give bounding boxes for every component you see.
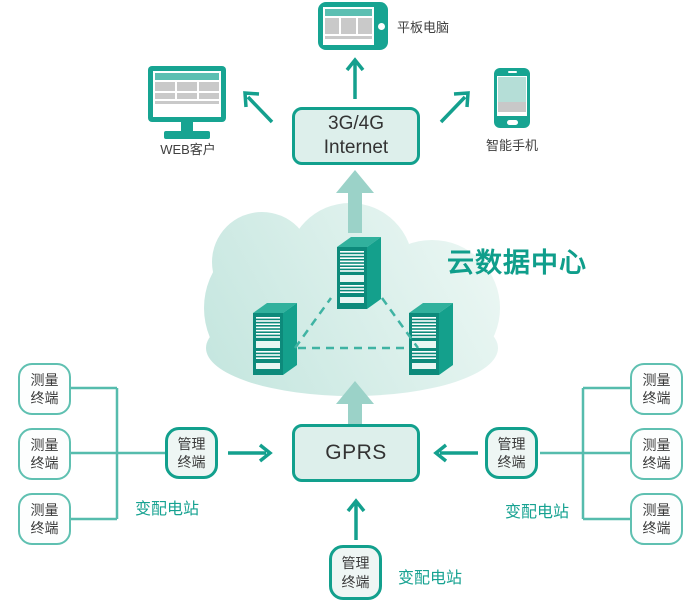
smartphone-icon <box>494 68 530 128</box>
server-icon-right <box>409 303 453 375</box>
server-icon-left <box>253 303 297 375</box>
left-manage-box: 管理 终端 <box>165 427 218 479</box>
internet-box: 3G/4G Internet <box>292 107 420 165</box>
right-measure-3-line2: 终端 <box>642 520 671 536</box>
arrow-internet-to-tablet <box>345 57 365 99</box>
thin-arrows <box>228 57 478 540</box>
tablet-icon <box>318 2 388 50</box>
web-client-icon <box>148 66 226 139</box>
arrow-internet-to-web <box>243 91 274 124</box>
right-measure-3-line1: 测量 <box>642 501 671 518</box>
left-manage-line2: 终端 <box>177 454 206 470</box>
bottom-manage-box: 管理 终端 <box>329 545 382 600</box>
thick-arrows <box>336 170 374 425</box>
left-measure-1-line1: 测量 <box>30 371 59 388</box>
server-icon-center <box>337 237 381 309</box>
tablet-button <box>378 22 385 30</box>
arrow-bottom-manage-to-gprs <box>346 498 366 540</box>
arrow-right-manage-to-gprs <box>433 443 478 463</box>
right-cluster-lines <box>540 386 630 521</box>
right-measure-2-line1: 测量 <box>642 436 671 453</box>
web-client-label: WEB客户 <box>160 142 216 157</box>
internet-line2: Internet <box>323 137 389 158</box>
right-station-label: 变配电站 <box>505 504 570 521</box>
arrow-cloud-to-internet <box>336 170 374 233</box>
phone-home-button <box>506 120 518 125</box>
bottom-manage-line2: 终端 <box>341 573 370 590</box>
arrow-gprs-to-cloud <box>336 381 374 425</box>
gprs-box: GPRS <box>292 424 420 482</box>
right-manage-line2: 终端 <box>497 454 526 470</box>
tablet-screen <box>323 7 374 45</box>
left-measure-3-line2: 终端 <box>30 520 59 536</box>
cluster-connectors <box>70 386 630 521</box>
left-measure-2-line2: 终端 <box>30 455 59 471</box>
cloud-data-center-title: 云数据中心 <box>447 248 587 278</box>
left-measure-box-3: 测量 终端 <box>18 493 71 545</box>
left-measure-3-line1: 测量 <box>30 501 59 518</box>
right-measure-box-1: 测量 终端 <box>630 363 683 415</box>
right-measure-box-3: 测量 终端 <box>630 493 683 545</box>
monitor-frame <box>148 66 226 122</box>
left-manage-line1: 管理 <box>177 435 206 452</box>
left-cluster-lines <box>70 386 165 521</box>
left-station-label: 变配电站 <box>135 501 200 518</box>
right-measure-1-line2: 终端 <box>642 390 671 406</box>
right-manage-line1: 管理 <box>497 435 526 452</box>
gprs-label: GPRS <box>325 441 387 464</box>
phone-speaker <box>507 71 517 73</box>
left-measure-box-2: 测量 终端 <box>18 428 71 480</box>
monitor-screen <box>153 71 221 117</box>
tablet-label: 平板电脑 <box>397 20 450 35</box>
right-measure-1-line1: 测量 <box>642 371 671 388</box>
server-dashed-links <box>293 297 420 350</box>
right-measure-2-line2: 终端 <box>642 455 671 471</box>
bottom-manage-line1: 管理 <box>341 555 370 572</box>
left-measure-2-line1: 测量 <box>30 436 59 453</box>
left-measure-box-1: 测量 终端 <box>18 363 71 415</box>
arrow-internet-to-phone <box>439 91 470 124</box>
smartphone-label: 智能手机 <box>486 138 539 153</box>
phone-body <box>497 76 527 116</box>
internet-line1: 3G/4G <box>328 113 384 135</box>
arrow-left-manage-to-gprs <box>228 443 273 463</box>
left-measure-1-line2: 终端 <box>30 390 59 406</box>
right-manage-box: 管理 终端 <box>485 427 538 479</box>
right-measure-box-2: 测量 终端 <box>630 428 683 480</box>
bottom-station-label: 变配电站 <box>398 570 463 587</box>
